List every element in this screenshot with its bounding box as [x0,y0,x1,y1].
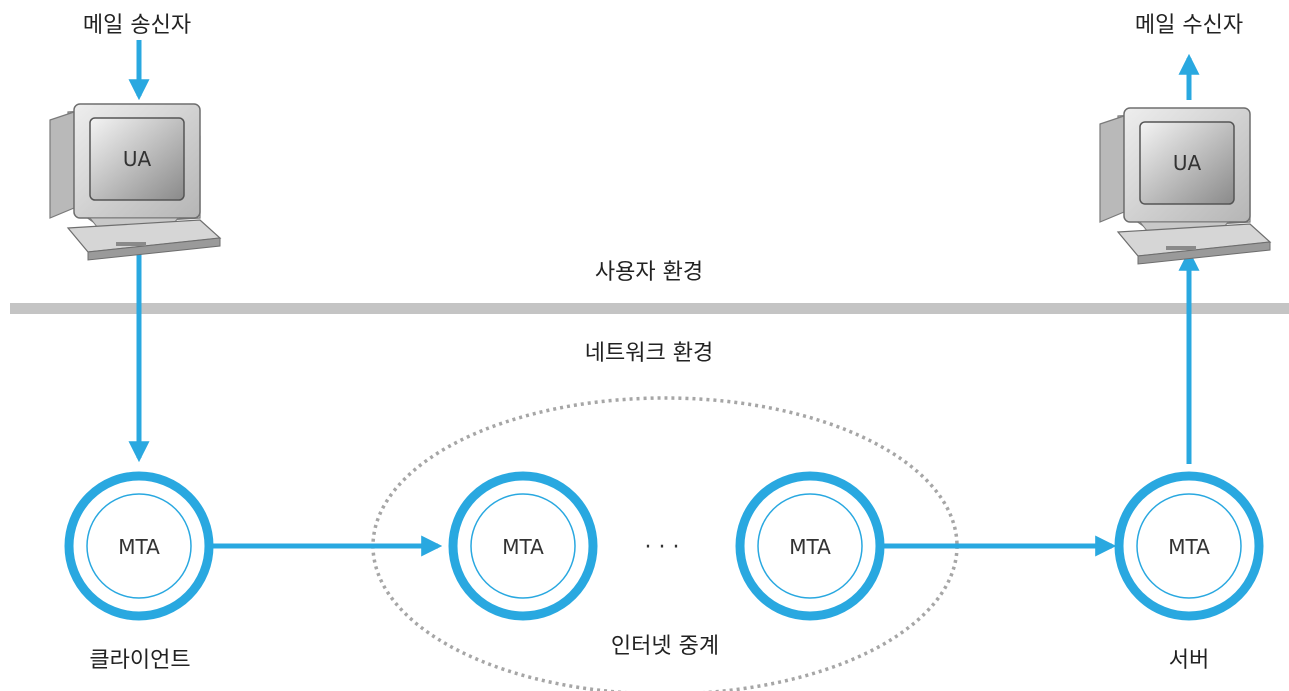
svg-text:MTA: MTA [118,535,160,559]
internet-relay-label: 인터넷 중계 [610,634,720,659]
receiver-label: 메일 수신자 [1134,13,1244,38]
mta-relay-node-1: MTA [448,471,598,621]
relay-ellipsis: · · · [645,535,680,560]
mta-client-node: MTA [64,471,214,621]
mta-relay-node-2: MTA [735,471,885,621]
network-environment-label: 네트워크 환경 [584,341,714,366]
mta-server-node: MTA [1114,471,1264,621]
svg-text:MTA: MTA [789,535,831,559]
environment-divider [10,303,1289,314]
receiver-computer-icon: UA [1099,107,1272,265]
sender-computer-icon: UA [49,103,222,261]
client-label: 클라이언트 [89,648,191,673]
svg-text:MTA: MTA [502,535,544,559]
user-environment-label: 사용자 환경 [594,260,704,285]
svg-text:MTA: MTA [1168,535,1210,559]
sender-label: 메일 송신자 [82,13,192,38]
server-label: 서버 [1168,648,1210,673]
ua-right-label: UA [1173,151,1202,175]
ua-left-label: UA [123,147,152,171]
